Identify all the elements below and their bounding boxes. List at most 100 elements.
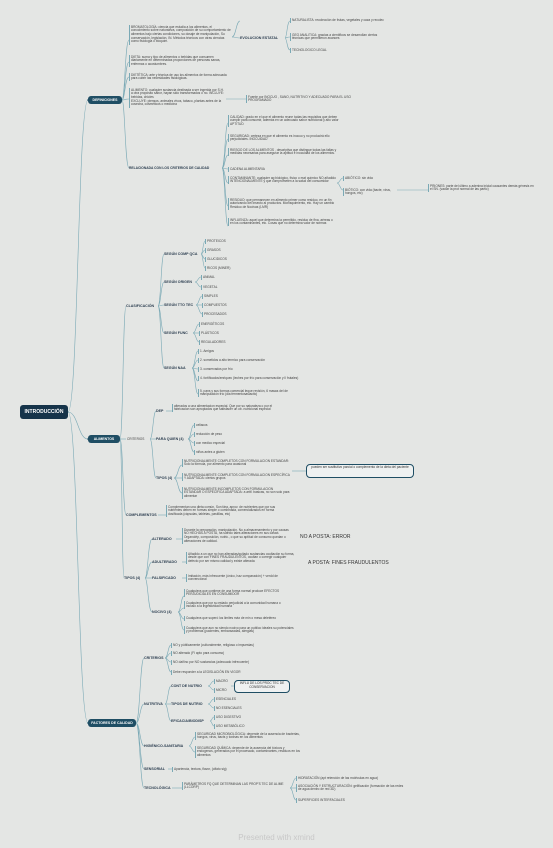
ali-criterios: CRITERIOS — [127, 436, 145, 441]
fac-crit-2: NO dañino por NO sustancias (adecuado in… — [171, 660, 271, 665]
fac-tecno-0: HIDRATACIÓN (apt retención de las molécu… — [296, 776, 396, 781]
root-topic[interactable]: INTRODUCCIÓN — [20, 405, 68, 419]
ali-quien-1: reducción de peso — [194, 432, 230, 437]
ali-origen-1: VEGETAL — [201, 285, 225, 290]
ali-tipos-1: NUTRICIONALMENTE COMPLETOS CON FORMULACI… — [182, 473, 292, 482]
fac-tipos-0: ESENCIALES — [214, 697, 244, 702]
fac-tipos-nutrio: TIPOS DE NUTRIO — [171, 702, 203, 706]
def-evo-tecno: TECNOLOGICO LEGAL — [290, 48, 390, 53]
def-evoluciones: EVOLUCION ESTATAL — [240, 36, 279, 40]
def-evo-geo: GEO ANALITICA: gracias a científicos se … — [290, 33, 390, 42]
fac-crit-1: NO alterado (FI apto para consumo) — [171, 651, 251, 656]
ali-quien-2: con medico especial — [194, 441, 234, 446]
ali-para-quien: PARA QUIEN (4) — [156, 437, 184, 441]
alt-nocivo-0: Cualquiera que contiene de una forma nor… — [184, 589, 292, 598]
ali-func-1: PLÁSTICOS — [199, 331, 227, 336]
ali-naa-0: 1. Amigos — [198, 349, 228, 354]
ali-quien-0: celiacos — [194, 423, 224, 428]
alt-adulterado-note: A POSTA: FINES FRAUDULENTOS — [308, 560, 389, 566]
fac-sensorial-text: Apariencia, textura, flavor, (olfato sig… — [172, 767, 252, 772]
def-influenza: INFLUENZA: aquel que determina la permit… — [228, 218, 338, 227]
branch-definiciones[interactable]: DEFINICIONES — [88, 96, 122, 104]
ali-dep-text: alterados a una alimentacion especial. Q… — [172, 404, 280, 413]
fac-crit-0: NO y públicamente (culturalmente, religi… — [171, 643, 271, 648]
fac-tecno-text: PARÁMETROS FQ QUE DETERMINAN LAS PROP'S … — [182, 782, 290, 791]
ali-segun-naa: SEGÚN NAA — [164, 366, 186, 370]
fac-tecno-1: ASOCIACIÓN Y ESTRUCTURACIÓN: gelificació… — [296, 784, 406, 793]
alt-nocivo-3: Cualquiera que aun no siendo nocivo para… — [184, 626, 296, 635]
def-calidad: CALIDAD: grado en el que el alimento reu… — [228, 114, 339, 128]
ali-tto-1: COMPUESTOS — [202, 303, 230, 308]
ali-tto-0: SIMPLES — [202, 294, 228, 299]
def-bromatologia: BROMATOLOGÍA: ciencia que estudia a los … — [129, 24, 231, 45]
ali-naa-4: 5. pans y sus formas comercial leque rev… — [198, 389, 304, 398]
branch-alimentos[interactable]: ALIMENTOS — [88, 435, 120, 443]
ali-segun-tto: SEGÚN TTO TEC — [164, 303, 194, 307]
def-dieta: DIETA: suma y tipo de alimentos o bebida… — [129, 55, 229, 68]
fac-cont-nutrio: CONT DE NUTRIO — [171, 684, 202, 688]
ali-comp-1: GRASOS — [205, 248, 233, 253]
alt-adulterado-text: Añadido a un que no han alteradas/quitad… — [186, 551, 295, 565]
def-contaminante: CONTAMINANTE: cualquier ag biológico, fí… — [228, 175, 336, 185]
fac-eficacia: EFICACIA/BIODISP — [171, 719, 204, 723]
ali-segun-func: SEGÚN FUNC — [164, 331, 188, 335]
ali-comp-0: PROTEICOS — [205, 239, 233, 244]
alt-tipos: TIPOS (4) — [124, 576, 141, 580]
alt-nocivo-2: Cualquiera que superó los limites máx de… — [184, 616, 292, 621]
def-riesgo: RIESGO DE LOS ALIMENTOS , descriptiva qu… — [228, 147, 337, 157]
ali-func-0: ENERGÉTICOS — [199, 322, 229, 327]
fac-cont-micro: MICRO — [214, 688, 231, 693]
def-cadena: CADENA ALIMENTARIA — [228, 167, 288, 172]
def-residuo: RESIDUO: que permanecen en alimento prim… — [228, 198, 338, 211]
ali-tipos-2: NUTRICIONALMENTE INCOMPLETOS CON FORMULA… — [182, 487, 292, 500]
fac-higienico: HIGIÉNICO-SANITARIA — [144, 744, 184, 748]
ali-tto-2: PROCESADOS — [202, 312, 230, 317]
ali-segun-origen: SEGÚN ORIGEN — [164, 280, 192, 284]
def-evo-naturalista: NATURALISTA: recolección de frutas, vege… — [290, 18, 390, 23]
fac-tipos-1: NO ESENCIALES — [214, 706, 248, 711]
ali-segun-comp: SEGÚN COMP QCA — [164, 252, 198, 256]
alt-nocivo-1: Cualquiera que por su estado perjudicial… — [184, 601, 292, 610]
ali-comp-3: RICOS (MINER) — [205, 266, 237, 271]
ali-tipos-box[interactable]: pueden ser sustitutivo parcial o complem… — [306, 464, 414, 478]
alt-alterado: ALTERADO — [152, 537, 172, 541]
alt-alterado-note: NO A POSTA: ERROR — [300, 534, 351, 540]
fac-eficacia-0: USO DIGESTIVO — [214, 715, 248, 720]
def-abiotico: ABIÓTICO: sin vida — [343, 176, 393, 181]
fac-crit-3: Debe responder a la LEGISLACIÓN EN VIGOR — [171, 670, 261, 675]
ali-tipos: TIPOS (4) — [156, 476, 173, 480]
fac-sensorial: SENSORIAL — [144, 767, 165, 771]
fac-tecno-2: SUPERFICIES INTERFACIALES — [296, 798, 356, 803]
fac-criterios: CRITERIOS — [144, 656, 164, 660]
ali-complementos: COMPLEMENTOS — [126, 513, 157, 517]
ali-naa-2: 3. conservados por frío — [198, 367, 258, 372]
ali-quien-3: niños antes a gluten — [194, 450, 234, 455]
fac-hig-0: SEGURIDAD MICROBIOLÓGICA: depende de la … — [195, 732, 303, 741]
fac-hig-1: SEGURIDAD QUÍMICA: depende de la ausenci… — [195, 746, 303, 759]
alt-adulterado: ADULTERADO — [152, 560, 177, 564]
fac-cont-box[interactable]: INFLU DE LOS PROC TEC DE CONSERVACION — [234, 680, 290, 693]
ali-origen-0: ANIMAL — [201, 275, 225, 280]
def-seguridad: SEGURIDAD: certeza en que el alimento es… — [228, 134, 336, 143]
branch-factores-calidad[interactable]: FACTORES DE CALIDAD — [88, 719, 136, 727]
def-priones: PRIONES: parte del último a adenina inic… — [428, 184, 536, 193]
def-biotico: BIÓTICO: con vida (bacte, virus, hongos,… — [343, 188, 397, 197]
ali-comp-2: GLUCIDICOS — [205, 257, 233, 262]
fac-tecnologica: TECNOLÓGICA — [144, 786, 171, 790]
def-fuente: Fuente por INOCUO , SANO, NUTRITIVO Y AD… — [246, 95, 356, 104]
alt-falsificado-text: Imitación, más infrecuente (único, haz c… — [186, 574, 296, 583]
ali-func-2: REGULADORES — [199, 340, 229, 345]
xmind-watermark: Presented with xmind — [238, 833, 315, 842]
ali-naa-1: 2. sometidos a alto termico para conserv… — [198, 358, 278, 363]
def-alimento: ALIMENTO: cualquier sustancia destinada … — [129, 88, 226, 108]
def-relacionada: RELACIONADA CON LOS CRITERIOS DE CALIDAD — [129, 166, 210, 170]
ali-clasificacion: CLASIFICACIÓN — [126, 304, 155, 308]
alt-alterado-text: Durante la preparación, manipulación. No… — [182, 528, 292, 544]
fac-cont-macro: MACRO — [214, 679, 231, 684]
fac-nutritiva: NUTRITIVA — [144, 702, 163, 706]
ali-tipos-0: NUTRICIONALMENTE COMPLETOS CON FORMULACI… — [182, 459, 292, 468]
ali-dep: DEP — [156, 409, 164, 413]
def-dietetica: DIETÉTICA: arte y técnica de uso los ali… — [129, 73, 229, 82]
